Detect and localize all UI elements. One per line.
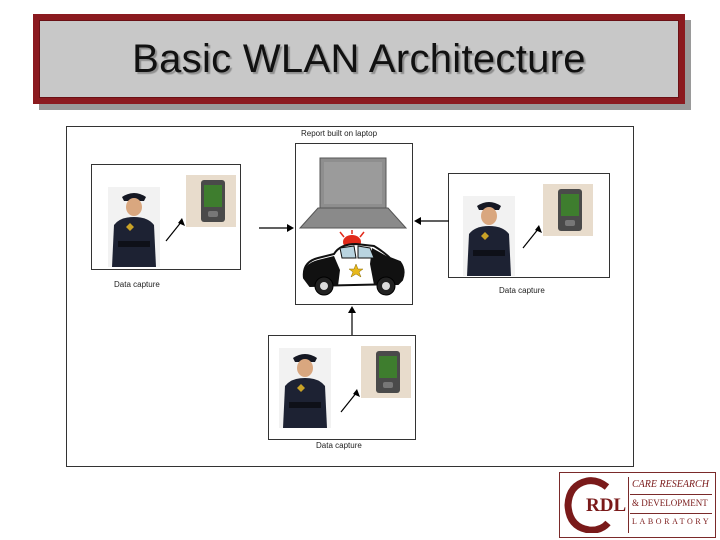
crdl-logo: RDL CARE RESEARCH & DEVELOPMENT LABORATO…	[559, 472, 716, 538]
right-capture-box	[448, 173, 610, 278]
logo-line-2: & DEVELOPMENT	[632, 498, 708, 508]
logo-line-1: CARE RESEARCH	[632, 479, 709, 490]
title-panel: Basic WLAN Architecture	[39, 20, 679, 98]
arrow-icon	[259, 224, 294, 232]
officer-photo	[279, 348, 331, 428]
arrow-icon	[348, 306, 356, 335]
officer-photo	[463, 196, 515, 276]
arrow-icon	[522, 225, 542, 249]
pda-icon	[361, 346, 411, 398]
logo-rule	[630, 494, 712, 495]
arrow-icon	[165, 218, 185, 242]
arrow-icon	[414, 217, 449, 225]
wlan-diagram: Report built on laptop	[66, 126, 634, 467]
right-label: Data capture	[499, 286, 545, 295]
pda-icon	[186, 175, 236, 227]
left-label: Data capture	[114, 280, 160, 289]
logo-divider	[628, 477, 629, 533]
laptop-icon	[298, 157, 408, 229]
left-capture-box	[91, 164, 241, 270]
laptop-box	[295, 143, 413, 305]
logo-c-mark-icon	[564, 477, 611, 533]
logo-mark: RDL	[586, 495, 627, 516]
center-label: Report built on laptop	[301, 129, 378, 138]
officer-photo	[108, 187, 160, 267]
pda-icon	[543, 184, 593, 236]
arrow-icon	[340, 389, 360, 413]
bottom-capture-box	[268, 335, 416, 440]
title-frame: Basic WLAN Architecture	[33, 14, 685, 104]
bottom-label: Data capture	[316, 441, 362, 450]
logo-line-3: LABORATORY	[632, 517, 712, 526]
logo-rule	[630, 513, 712, 514]
police-car-icon	[302, 230, 405, 296]
slide-title: Basic WLAN Architecture	[132, 36, 586, 81]
